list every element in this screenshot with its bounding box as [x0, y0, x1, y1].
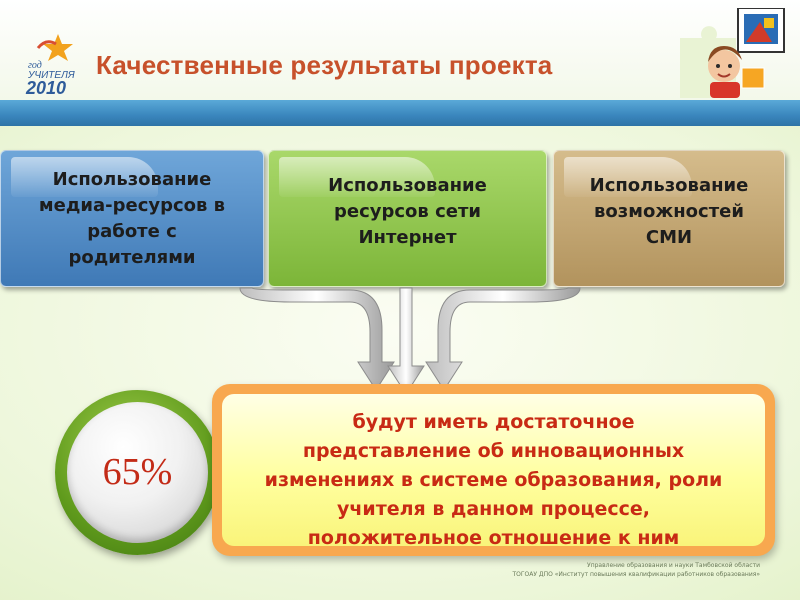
slide-header [0, 0, 800, 100]
logo-line2: УЧИТЕЛЯ [27, 70, 75, 81]
right-arrow-icon [425, 287, 581, 391]
logo-line1: год [28, 60, 42, 71]
footer-line1: Управление образования и науки Тамбовско… [587, 562, 760, 569]
middle-arrow-icon [387, 287, 425, 395]
footer-line2: ТОГОАУ ДПО «Институт повышения квалифика… [512, 571, 760, 578]
connector-arrows [239, 287, 581, 395]
internet-resources-text: Использование ресурсов сети Интернет [328, 175, 487, 248]
year-of-teacher-logo: год УЧИТЕЛЯ 2010 [25, 34, 75, 96]
page-title: Качественные результаты проекта [96, 50, 553, 80]
percent-circle-inner: 65% [67, 402, 208, 543]
media-opportunities-box: Использование возможностей СМИ [553, 150, 785, 287]
result-box: будут иметь достаточное представление об… [212, 384, 775, 556]
result-inner: будут иметь достаточное представление об… [222, 394, 765, 549]
media-resources-text: Использование медиа-ресурсов в работе с … [38, 169, 226, 268]
left-arrow-icon [239, 287, 395, 391]
media-resources-box: Использование медиа-ресурсов в работе с … [0, 150, 264, 287]
percent-circle: 65% [55, 390, 220, 555]
result-text: будут иметь достаточное представление об… [264, 411, 723, 549]
media-opportunities-text: Использование возможностей СМИ [589, 175, 749, 248]
percent-value: 65% [102, 451, 173, 493]
logo-star-icon [43, 34, 73, 61]
footer: Управление образования и науки Тамбовско… [512, 561, 760, 579]
logo-year: 2010 [25, 78, 66, 96]
internet-resources-box: Использование ресурсов сети Интернет [268, 150, 547, 287]
kids-puzzle-clipart [680, 8, 785, 98]
title-bar [0, 100, 800, 126]
